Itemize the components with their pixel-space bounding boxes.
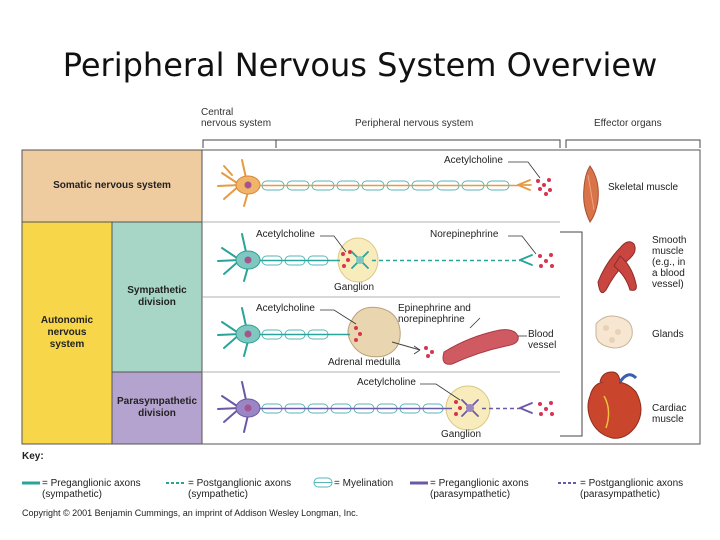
row-autonomic-label: Autonomic nervous system [40,315,94,350]
label-ach-para: Acetylcholine [357,377,416,388]
effector-glands-label: Glands [652,329,684,340]
header-central: Central nervous system [201,107,272,129]
key-postganglionic-parasympathetic: = Postganglionic axons (parasympathetic) [580,478,684,500]
key-swatches [22,477,578,488]
label-adrenal-medulla: Adrenal medulla [328,357,401,368]
effector-smooth-label: Smooth muscle (e.g., in a blood vessel) [652,235,687,290]
somatic-neuron [217,159,552,207]
label-ganglion-symp: Ganglion [334,282,375,293]
row-somatic-label: Somatic nervous system [53,180,171,191]
label-blood-vessel: Blood vessel [528,329,557,351]
key-preganglionic-sympathetic: = Preganglionic axons (sympathetic) [42,478,141,500]
key-preganglionic-parasympathetic: = Preganglionic axons (parasympathetic) [430,478,529,500]
header-peripheral: Peripheral nervous system [355,118,474,129]
row-parasympathetic-label: Parasympathetic division [116,396,198,419]
autonomic-bracket [560,231,583,437]
label-norepinephrine: Norepinephrine [430,229,499,240]
header-effector: Effector organs [594,118,662,129]
label-ach-adrenal: Acetylcholine [256,303,315,314]
effector-skeletal-label: Skeletal muscle [608,182,679,193]
key-myelination: = Myelination [334,478,394,489]
page-title: Peripheral Nervous System Overview [62,46,658,84]
glands-icon [595,315,633,349]
copyright-notice: Copyright © 2001 Benjamin Cummings, an i… [22,508,359,518]
parasympathetic-cell [111,371,203,445]
sympathetic-ganglion-pathway [217,233,554,283]
row-sympathetic-label: Sympathetic division [127,285,187,308]
cardiac-muscle-icon [587,371,642,439]
adrenal-pathway [217,306,527,365]
skeletal-muscle-icon [583,165,599,223]
label-ach-symp: Acetylcholine [256,229,315,240]
label-ganglion-para: Ganglion [441,429,482,440]
label-ach-somatic: Acetylcholine [444,155,503,166]
sympathetic-cell [111,221,203,373]
effector-cardiac-label: Cardiac muscle [652,403,687,425]
key-heading: Key: [22,451,44,462]
key-postganglionic-sympathetic: = Postganglionic axons (sympathetic) [188,478,292,500]
autonomic-cell [21,221,113,445]
header-brackets [202,139,701,148]
parasympathetic-pathway [217,381,554,433]
label-epinephrine: Epinephrine and norepinephrine [398,303,471,325]
smooth-muscle-icon [597,241,637,294]
